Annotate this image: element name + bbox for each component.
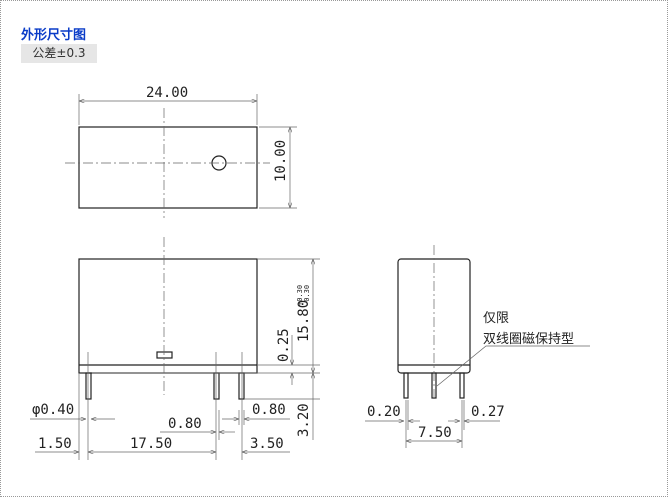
pitch-main: 17.50 (130, 436, 172, 452)
height-tol-minus: -0.30 (303, 285, 311, 306)
top-view: 24.00 10.00 (65, 85, 297, 218)
left-pin-width: 0.20 (367, 404, 401, 420)
front-view: φ0.40 0.80 0.80 1.50 17.50 3.50 0.25 15.… (30, 237, 320, 460)
note-line-1: 仅限 (483, 311, 509, 326)
width-dimension: 24.00 (146, 85, 188, 101)
pin-length: 3.20 (296, 403, 312, 437)
height-dimension: 15.80 (296, 300, 312, 342)
page-title: 外形尺寸图 (21, 28, 87, 43)
gap-dimension: 0.25 (276, 328, 292, 362)
note-line-2: 双线圈磁保持型 (483, 332, 574, 347)
right-pin-width: 0.27 (471, 404, 505, 420)
pin-width-mid: 0.80 (168, 416, 202, 432)
side-pitch: 7.50 (418, 425, 452, 441)
tolerance-badge: 公差±0.3 (21, 44, 97, 63)
height-tol-plus: +0.30 (296, 285, 304, 306)
pin-width-right: 0.80 (252, 402, 286, 418)
offset-left: 1.50 (38, 436, 72, 452)
pitch-right: 3.50 (250, 436, 284, 452)
depth-dimension: 10.00 (273, 140, 289, 182)
pin-diameter: φ0.40 (32, 402, 74, 418)
side-view: 仅限 双线圈磁保持型 0.20 0.27 7.50 (365, 245, 590, 448)
